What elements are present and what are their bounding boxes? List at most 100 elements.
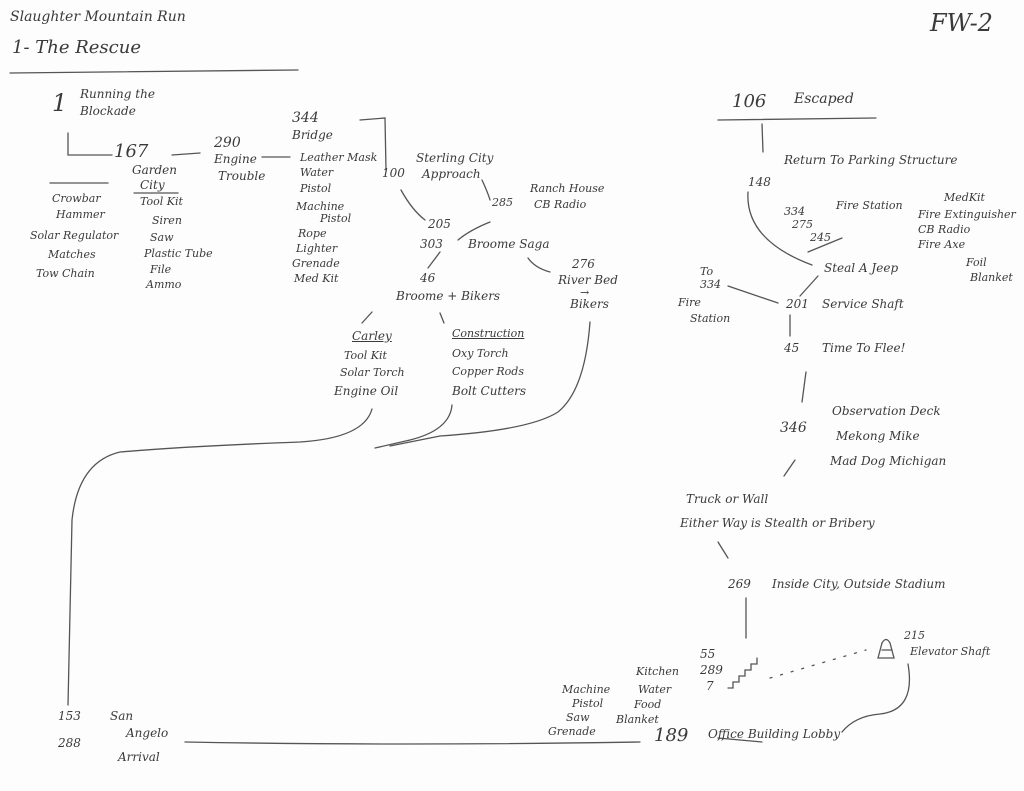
- to-334-label-2: 334: [700, 278, 721, 291]
- observation-to-truck-line: [783, 459, 796, 477]
- garden-right-item: Siren: [152, 214, 182, 227]
- fire-station-label: Fire Station: [836, 199, 903, 212]
- running-blockade-number: 1: [52, 89, 68, 117]
- garden-left-item: Solar Regulator: [30, 229, 119, 242]
- bikers-to-construction-line: [439, 312, 445, 324]
- lobby-right-item: Water: [638, 683, 672, 696]
- bridge-item: Leather Mask: [300, 151, 378, 164]
- engine-trouble-label-1: Engine: [214, 152, 257, 166]
- garden-right-item: Tool Kit: [140, 195, 183, 208]
- fire-station-item: CB Radio: [918, 223, 971, 236]
- garden-left-item: Matches: [48, 248, 96, 261]
- parking-number: 148: [748, 175, 771, 189]
- lobby-underline-hint: [717, 737, 763, 743]
- escaped-underline: [717, 117, 877, 121]
- bridge-item: Med Kit: [294, 272, 339, 285]
- elevator-label: Elevator Shaft: [910, 645, 991, 658]
- sterling-approach-label-1: Sterling City: [416, 151, 494, 165]
- escaped-number: 106: [732, 91, 767, 112]
- san-angelo-number-1: 153: [58, 709, 81, 723]
- to334-to-shaft-line: [727, 285, 779, 304]
- carley-item: Engine Oil: [334, 384, 399, 398]
- carley-title: Carley: [352, 329, 392, 343]
- lobby-left-item: Grenade: [548, 725, 596, 738]
- broome-saga-number-2: 303: [420, 237, 443, 251]
- carley-item: Tool Kit: [344, 349, 387, 362]
- garden-city-number: 167: [114, 141, 149, 162]
- construction-item: Oxy Torch: [452, 347, 509, 360]
- flee-to-observation-line: [801, 371, 807, 403]
- san-angelo-to-lobby-line: [184, 741, 641, 745]
- running-blockade-label-1: Running the: [80, 87, 155, 101]
- bridge-number: 344: [292, 110, 319, 126]
- san-angelo-label-3: Arrival: [118, 750, 160, 764]
- carley-item: Solar Torch: [340, 366, 405, 379]
- bridge-label: Bridge: [292, 128, 333, 142]
- san-angelo-label-1: San: [110, 709, 134, 723]
- document-code: FW-2: [930, 9, 993, 37]
- ranch-house-label-2: CB Radio: [534, 198, 587, 211]
- engine-trouble-label-2: Trouble: [218, 169, 266, 183]
- bridge-item: Machine: [296, 200, 345, 213]
- observation-label-3: Mad Dog Michigan: [830, 454, 947, 468]
- running-blockade-label-2: Blockade: [80, 104, 136, 118]
- observation-label-1: Observation Deck: [832, 404, 941, 418]
- fire-station-item: Fire Extinguisher: [918, 208, 1016, 221]
- service-shaft-number: 201: [786, 297, 809, 311]
- broome-bikers-number: 46: [420, 271, 436, 285]
- stairs-number: 55: [700, 647, 716, 661]
- dotted-trail: [769, 649, 867, 679]
- lobby-number: 189: [654, 725, 689, 746]
- time-to-flee-number: 45: [784, 341, 800, 355]
- parking-to-jeep-line: [747, 191, 813, 266]
- garden-city-label-1: Garden: [132, 163, 177, 177]
- fire-station-item: Fire Axe: [918, 238, 966, 251]
- inside-city-label: Inside City, Outside Stadium: [772, 577, 946, 591]
- lobby-right-item: Food: [634, 698, 662, 711]
- truck-wall-label-2: Either Way is Stealth or Bribery: [680, 516, 875, 530]
- truck-to-inside-line: [717, 541, 729, 559]
- blockade-to-garden-line: [67, 132, 113, 156]
- observation-label-2: Mekong Mike: [836, 429, 920, 443]
- truck-wall-label-1: Truck or Wall: [686, 492, 769, 506]
- ranch-house-number: 285: [492, 196, 513, 209]
- bridge-item: Pistol: [300, 182, 332, 195]
- to-334-label-4: Station: [690, 312, 731, 325]
- construction-item: Bolt Cutters: [452, 384, 527, 398]
- parking-label: Return To Parking Structure: [784, 153, 958, 167]
- sterling-to-ranch-line: [481, 179, 491, 201]
- construction-item: Copper Rods: [452, 365, 524, 378]
- firestation-to-jeep-line: [807, 237, 843, 253]
- document-subtitle: 1- The Rescue: [12, 37, 141, 58]
- service-shaft-label: Service Shaft: [822, 297, 904, 311]
- river-bed-label-2: Bikers: [570, 297, 609, 311]
- fire-station-item: MedKit: [944, 191, 985, 204]
- carley-to-san-angelo-line: [67, 408, 373, 706]
- garden-right-item: Plastic Tube: [144, 247, 213, 260]
- stairs-number: 289: [700, 663, 723, 677]
- bridge-item: Lighter: [296, 242, 338, 255]
- bikers-to-carley-line: [361, 311, 373, 324]
- garden-right-item: Ammo: [146, 278, 182, 291]
- sterling-approach-number: 100: [382, 166, 405, 180]
- garden-to-engine-line: [171, 152, 201, 156]
- lobby-right-item: Blanket: [616, 713, 659, 726]
- observation-number: 346: [780, 420, 807, 436]
- construction-title: Construction: [452, 327, 525, 340]
- sterling-to-broome-line: [400, 189, 426, 221]
- bridge-to-sterling-line: [359, 117, 387, 171]
- bridge-item: Water: [300, 166, 334, 179]
- broome-saga-number-1: 205: [428, 217, 451, 231]
- title-underline: [9, 69, 299, 74]
- elevator-to-lobby-line: [841, 663, 911, 733]
- lobby-right-item: Kitchen: [636, 665, 679, 678]
- sterling-approach-label-2: Approach: [422, 167, 481, 181]
- to-334-label-1: To: [700, 265, 714, 278]
- construction-to-trail-line: [374, 404, 453, 449]
- escaped-to-parking-line: [761, 123, 764, 153]
- river-bed-label-1: River Bed: [558, 273, 618, 287]
- steal-jeep-label: Steal A Jeep: [824, 261, 899, 275]
- fire-station-item: Blanket: [970, 271, 1013, 284]
